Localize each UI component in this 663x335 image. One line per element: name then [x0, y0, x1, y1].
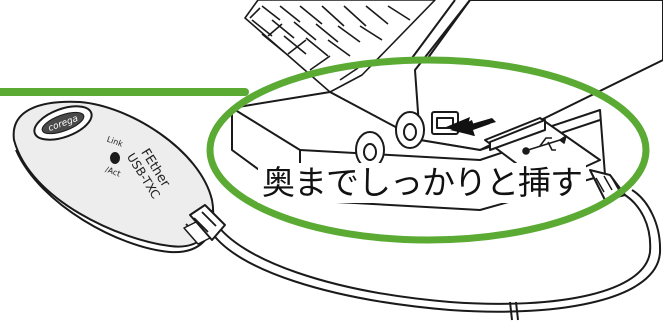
- status-led: [110, 152, 120, 164]
- arrow-right-icon: [446, 117, 496, 136]
- instruction-callout: 奥までしっかりと挿す: [258, 163, 586, 203]
- laptop-keyboard: [244, 0, 436, 93]
- usb-cable: [209, 189, 662, 321]
- highlight-callout: [0, 56, 650, 244]
- usb-icon: [522, 135, 567, 155]
- lan-adapter: [12, 100, 226, 254]
- highlight-ellipse: [206, 56, 650, 244]
